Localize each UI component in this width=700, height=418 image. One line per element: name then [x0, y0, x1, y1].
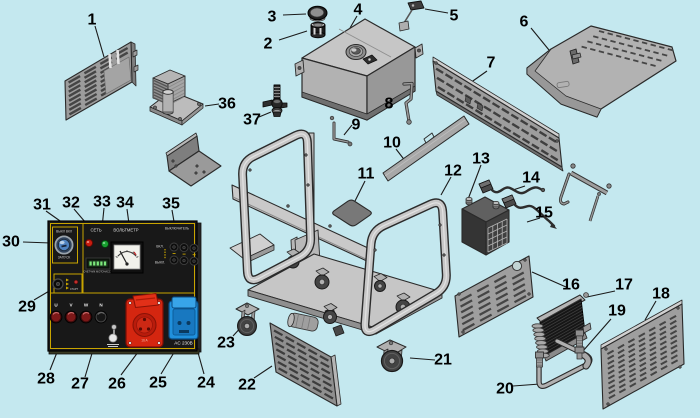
svg-text:U: U: [54, 303, 58, 308]
svg-text:27: 27: [71, 376, 89, 393]
svg-text:5: 5: [450, 8, 459, 25]
svg-text:ВОЛЬТМЕТР: ВОЛЬТМЕТР: [113, 228, 138, 233]
svg-text:34: 34: [116, 195, 134, 212]
svg-text:19: 19: [608, 303, 626, 320]
svg-text:W: W: [84, 303, 89, 308]
svg-text:14: 14: [522, 170, 540, 187]
svg-text:ВКЛ.: ВКЛ.: [156, 245, 163, 249]
svg-text:30: 30: [2, 234, 20, 251]
svg-text:29: 29: [18, 299, 36, 316]
svg-text:ВЫКЛ.: ВЫКЛ.: [155, 261, 165, 265]
svg-text:4: 4: [354, 2, 363, 19]
svg-text:32: 32: [62, 195, 80, 212]
svg-text:9: 9: [352, 117, 361, 134]
svg-text:6: 6: [520, 14, 529, 31]
svg-text:26: 26: [108, 376, 126, 393]
svg-text:20: 20: [496, 381, 514, 398]
svg-text:СЧЕТЧИК МОТОЧАСОВ: СЧЕТЧИК МОТОЧАСОВ: [83, 270, 112, 274]
svg-text:33: 33: [93, 194, 111, 211]
svg-text:17: 17: [615, 277, 633, 294]
svg-text:2: 2: [264, 36, 273, 53]
svg-text:11: 11: [358, 166, 375, 183]
svg-text:12: 12: [444, 163, 462, 180]
svg-text:35: 35: [162, 196, 180, 213]
svg-text:24: 24: [197, 375, 215, 392]
svg-text:21: 21: [434, 352, 452, 369]
svg-text:1: 1: [88, 12, 97, 29]
svg-text:22: 22: [238, 377, 256, 394]
svg-text:ВЫКЛ ВКЛ: ВЫКЛ ВКЛ: [56, 230, 72, 234]
svg-text:7: 7: [487, 55, 496, 72]
svg-text:СТАРТ: СТАРТ: [70, 287, 79, 291]
svg-text:37: 37: [243, 112, 261, 129]
svg-text:36: 36: [218, 96, 236, 113]
svg-text:15: 15: [535, 205, 553, 222]
svg-text:28: 28: [37, 371, 55, 388]
svg-text:AC 230В: AC 230В: [174, 341, 192, 346]
svg-text:18: 18: [652, 286, 670, 303]
svg-text:13: 13: [472, 151, 490, 168]
svg-text:ЗАПУСК: ЗАПУСК: [58, 256, 71, 260]
svg-text:N: N: [99, 303, 103, 308]
svg-text:25: 25: [149, 375, 167, 392]
svg-text:10: 10: [383, 135, 401, 152]
svg-text:16 A: 16 A: [141, 339, 148, 343]
svg-text:3: 3: [268, 9, 277, 26]
svg-text:V: V: [69, 303, 73, 308]
svg-text:23: 23: [217, 335, 235, 352]
svg-text:31: 31: [33, 197, 51, 214]
svg-text:8: 8: [385, 96, 394, 113]
svg-text:16: 16: [562, 277, 580, 294]
svg-text:ВЫКЛЮЧАТЕЛЬ: ВЫКЛЮЧАТЕЛЬ: [165, 227, 189, 231]
svg-text:СЕТЬ: СЕТЬ: [90, 228, 101, 233]
